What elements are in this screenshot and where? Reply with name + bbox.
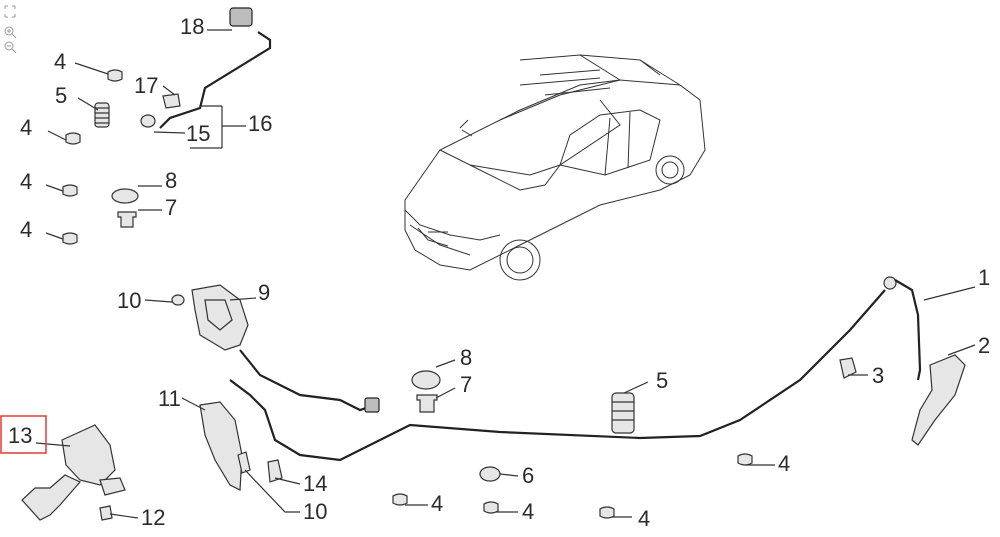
fit-icon[interactable] [4,5,16,18]
callout-2[interactable]: 2 [978,333,990,358]
callout-7[interactable]: 7 [460,372,472,397]
part-17-clip [162,93,181,109]
part-11-bracket [199,401,243,491]
callout-9[interactable]: 9 [258,280,270,305]
callout-4[interactable]: 4 [20,115,32,140]
callout-13[interactable]: 13 [8,423,32,448]
part-3-clip [839,357,857,379]
callout-13-highlight [0,415,47,454]
part-13-pedal [21,424,126,521]
part-18-rod [159,7,272,129]
callout-10[interactable]: 10 [117,288,141,313]
vehicle-illustration [404,54,706,281]
callout-4[interactable]: 4 [778,451,790,476]
part-2-handle [911,354,966,446]
leader-lines [35,29,976,519]
part-8-disc-b [411,370,441,390]
callout-4[interactable]: 4 [20,169,32,194]
zoom-in-icon[interactable] [4,26,17,39]
callout-6[interactable]: 6 [522,463,534,488]
callout-5[interactable]: 5 [55,83,67,108]
callout-4[interactable]: 4 [54,49,66,74]
part-7-bushing-b [416,394,438,413]
callout-1[interactable]: 1 [978,265,990,290]
zoom-out-icon[interactable] [4,41,17,54]
part-1-cable [229,276,922,462]
callout-18[interactable]: 18 [180,14,204,39]
part-7-bushing [117,211,137,228]
callout-15[interactable]: 15 [186,121,210,146]
callout-10[interactable]: 10 [303,499,327,524]
callout-8[interactable]: 8 [460,345,472,370]
part-15-grommet [140,114,156,128]
part-5-spring [94,102,110,128]
callout-4[interactable]: 4 [431,491,443,516]
callout-numbers: 18 4 17 5 16 4 15 4 8 7 4 10 9 1 2 3 8 7… [0,14,990,531]
callout-4[interactable]: 4 [20,217,32,242]
callout-16[interactable]: 16 [248,111,272,136]
callout-11[interactable]: 11 [158,386,181,411]
part-5-spring-b [611,392,635,434]
callout-8[interactable]: 8 [165,168,177,193]
callout-4[interactable]: 4 [638,506,650,531]
part-4-caps-b [392,453,753,519]
callout-14[interactable]: 14 [303,471,327,496]
callout-12[interactable]: 12 [141,505,165,530]
part-8-disc [111,188,139,204]
viewer-toolbar[interactable] [4,5,17,54]
part-14-cover [267,459,283,483]
part-12-bolt [99,505,113,521]
callout-3[interactable]: 3 [872,363,884,388]
part-4-cap [62,69,123,245]
callout-7[interactable]: 7 [165,195,177,220]
part-6-ring [479,466,501,482]
callout-4[interactable]: 4 [522,499,534,524]
part-10-pin [237,451,251,474]
callout-17[interactable]: 17 [134,73,158,98]
part-9-latch [171,284,249,351]
callout-5[interactable]: 5 [656,368,668,393]
